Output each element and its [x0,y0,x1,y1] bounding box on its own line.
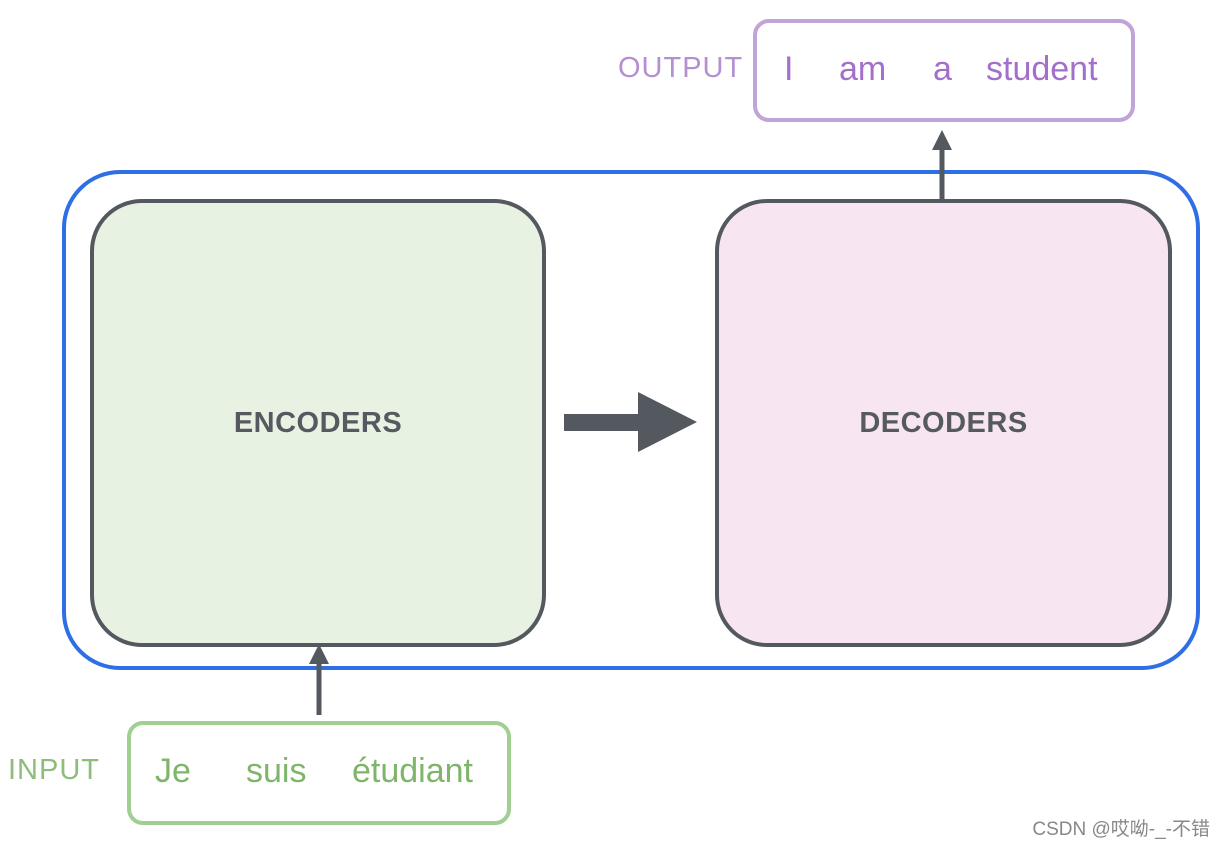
input-box [127,721,511,825]
output-word: student [986,50,1098,88]
output-arrow [932,130,952,200]
input-label: INPUT [8,754,100,786]
encoders-block: ENCODERS [90,199,546,647]
encoders-label: ENCODERS [233,406,403,439]
encoder-to-decoder-arrow [564,392,697,452]
output-label: OUTPUT [618,52,744,84]
watermark-text: CSDN @哎呦-_-不错 [1032,819,1210,840]
decoders-label: DECODERS [859,406,1028,439]
decoders-block: DECODERS [715,199,1172,647]
output-word: a [933,50,952,88]
input-word: Je [155,752,191,790]
input-arrow [309,644,329,715]
transformer-container [62,170,1200,670]
output-word: I [784,50,794,88]
input-word: étudiant [352,752,473,790]
output-box [753,19,1135,122]
input-word: suis [246,752,307,790]
output-word: am [839,50,887,88]
